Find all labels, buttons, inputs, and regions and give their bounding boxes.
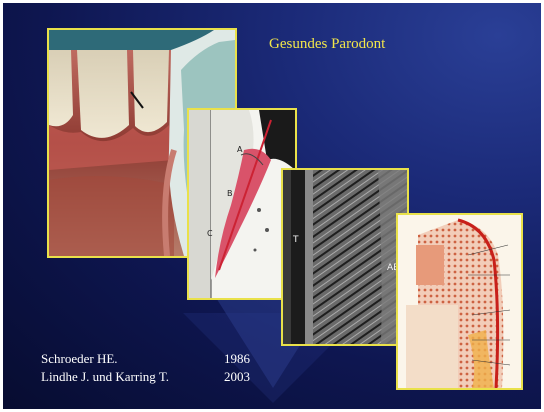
slide-title: Gesundes Parodont (269, 36, 385, 53)
label-c: C (207, 229, 213, 238)
reference-author-2: Lindhe J. und Karring T. (41, 369, 169, 385)
periodontium-schematic-image (398, 215, 521, 388)
histology-micrograph-image: T AB (283, 170, 407, 344)
label-t: T (292, 235, 299, 245)
reference-year-1: 1986 (224, 351, 250, 367)
label-b: B (227, 189, 233, 198)
slide: Gesundes Parodont (3, 3, 541, 409)
label-a: A (237, 145, 243, 154)
sulcus-schematic-image: A B C (189, 110, 295, 298)
reference-author-1: Schroeder HE. (41, 351, 118, 367)
periodontium-schematic-panel (396, 213, 523, 390)
reference-year-2: 2003 (224, 369, 250, 385)
histology-micrograph-panel: T AB (281, 168, 409, 346)
